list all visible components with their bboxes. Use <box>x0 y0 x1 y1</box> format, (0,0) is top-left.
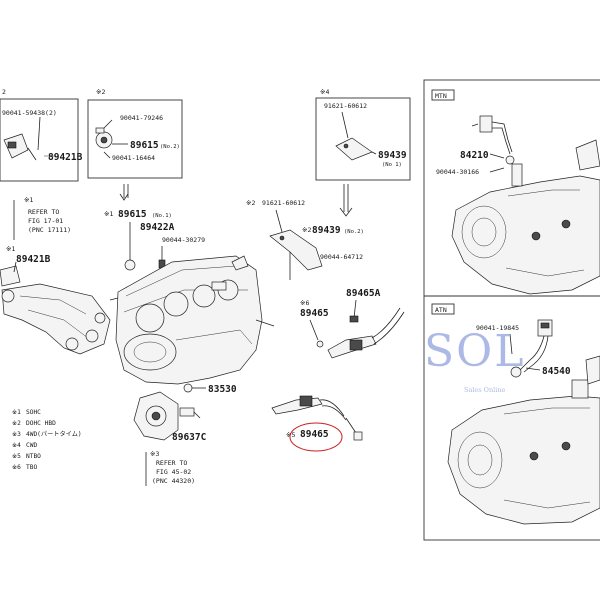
legend-text-5: NTBO <box>26 453 41 460</box>
legend-mark-4: ※4 <box>12 442 21 449</box>
left-group-marker: 2 <box>2 88 6 96</box>
sol-watermark: SOL Sales Online <box>424 326 525 394</box>
part-89439-no2-qty: (No.2) <box>344 229 364 235</box>
legend-text-3: 4WD(パートタイム) <box>26 430 82 438</box>
part-89421B-lower: 89421B <box>16 254 51 265</box>
legend-mark-5: ※5 <box>12 453 21 460</box>
p89465-marker: ※6 <box>300 299 309 307</box>
legend-mark-1: ※1 <box>12 409 21 416</box>
sensor-box <box>87 99 183 179</box>
automatic-transmission <box>447 355 600 525</box>
sensor-89465A-part <box>349 315 359 323</box>
bolt-label-16464: 90041-16464 <box>112 154 155 162</box>
part-84210: 84210 <box>460 150 489 161</box>
top-right-marker: ※4 <box>320 88 329 96</box>
refer-top-line3: (PNC 17111) <box>28 226 71 234</box>
bracket-part-top <box>335 111 373 161</box>
mtn-tag: MTN <box>435 92 447 100</box>
pressure-switch-83530 <box>183 383 193 393</box>
part-89615-qty: (No.2) <box>160 144 180 150</box>
legend-mark-2: ※2 <box>12 420 21 427</box>
legend-text-2: DOHC HBD <box>26 420 56 427</box>
legend: ※1 SOHC ※2 DOHC HBD ※3 4WD(パートタイム) ※4 CW… <box>12 409 82 471</box>
transfer-sensor-assembly <box>133 391 201 441</box>
bolt-label-30279: 90044-30279 <box>162 236 205 244</box>
part-89615-no1: 89615 <box>118 209 147 220</box>
part-89637C: 89637C <box>172 432 207 443</box>
legend-text-1: SOHC <box>26 409 41 416</box>
oxygen-sensor-upper <box>316 307 405 359</box>
refer-bottom-marker: ※3 <box>150 450 159 458</box>
atn-tag: ATN <box>435 306 447 314</box>
refer-top-line2: FIG 17-01 <box>28 217 63 225</box>
p89439-marker: ※2 <box>302 226 311 234</box>
legend-mark-3: ※3 <box>12 431 21 438</box>
speed-sensor-atn <box>510 319 553 378</box>
watermark-tagline: Sales Online <box>464 386 506 394</box>
refer-top-marker: ※1 <box>24 196 33 204</box>
knock-sensor-no1 <box>124 259 136 271</box>
refer-top-line1: REFER TO <box>28 208 59 216</box>
bolt-label-60612-top: 91621-60612 <box>324 102 367 110</box>
intake-manifold <box>0 261 111 355</box>
legend-text-6: TBO <box>26 464 37 471</box>
part-89465A: 89465A <box>346 288 381 299</box>
refer-bottom-line2: FIG 45-02 <box>156 468 191 476</box>
part-89615-no2: 89615 <box>130 140 159 151</box>
part-89439-qty-top: (No 1) <box>382 162 402 168</box>
engine-block <box>115 255 263 385</box>
p89615-marker: ※1 <box>104 210 113 218</box>
oxygen-sensor-lower <box>271 395 363 441</box>
sensor-connector-part <box>3 133 37 161</box>
bolt-label-60612-mid: 91621-60612 <box>262 199 305 207</box>
refer-bottom-line1: REFER TO <box>156 459 187 467</box>
part-89421B-top: 89421B <box>48 152 83 163</box>
left-group-box <box>0 98 79 182</box>
watermark-logo: SOL <box>424 326 525 377</box>
part-89465-tbo: 89465 <box>300 308 329 319</box>
part-89465-ntbo: 89465 <box>300 429 329 440</box>
bolt-label-64712: 90044-64712 <box>320 253 363 261</box>
speed-sensor-mtn <box>471 115 515 165</box>
part-89439-no1: 89439 <box>378 150 407 161</box>
refer-bottom-line3: (PNC 44320) <box>152 477 195 485</box>
part-84540: 84540 <box>542 366 571 377</box>
part-89422A: 89422A <box>140 222 175 233</box>
bolt-label-19845: 90041-19845 <box>476 324 519 332</box>
top-right-box <box>315 97 411 181</box>
atn-tag-box <box>431 303 455 315</box>
part-89439-no2: 89439 <box>312 225 341 236</box>
right-panel-frame <box>423 79 600 541</box>
bolt-label-79246: 90041-79246 <box>120 114 163 122</box>
left-part2-marker: ※1 <box>6 245 15 253</box>
sensor-box-marker: ※2 <box>96 88 105 96</box>
bolt-60612-marker: ※2 <box>246 199 255 207</box>
knock-sensor-part <box>95 119 113 149</box>
highlight-circle <box>289 422 343 452</box>
manual-transmission <box>451 139 600 295</box>
legend-mark-6: ※6 <box>12 464 21 471</box>
bolt-label-59438: 90041-59438(2) <box>2 109 57 117</box>
part-83530: 83530 <box>208 384 237 395</box>
bolt-label-30166: 90044-30166 <box>436 168 479 176</box>
legend-text-4: CWD <box>26 442 37 449</box>
mtn-tag-box <box>431 89 455 101</box>
part-89615-no1-qty: (No.1) <box>152 213 172 219</box>
bracket-part-mid <box>269 229 323 280</box>
